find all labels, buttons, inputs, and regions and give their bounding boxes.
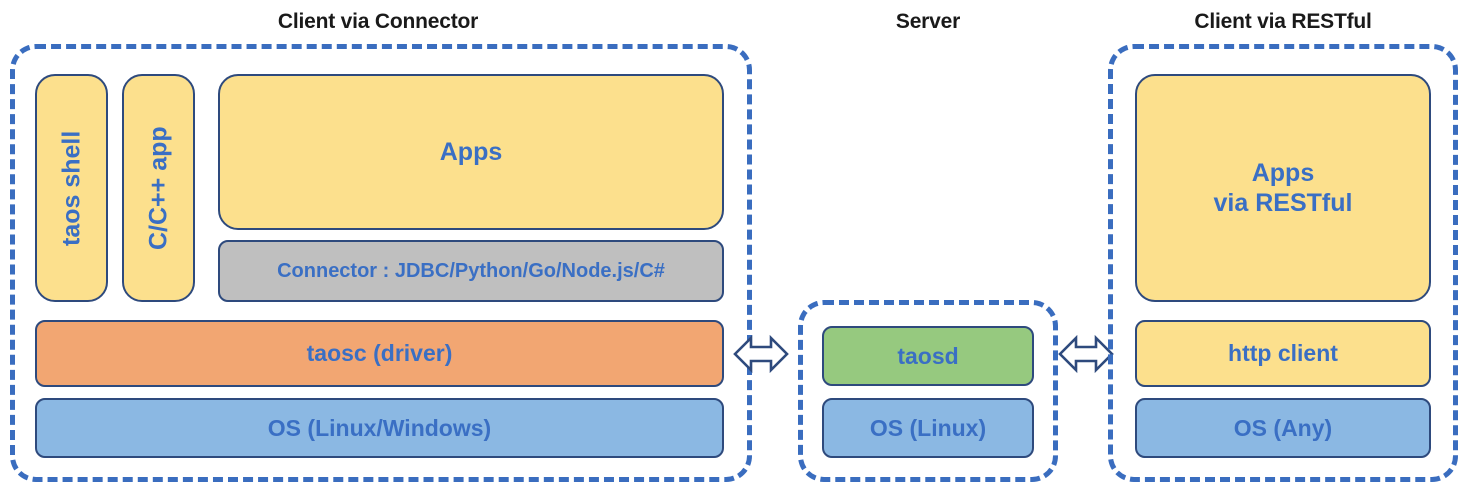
block-os-linux-windows[interactable]: OS (Linux/Windows) <box>35 398 724 458</box>
group-server <box>798 300 1058 482</box>
block-os-linux[interactable]: OS (Linux) <box>822 398 1034 458</box>
block-c-cpp-app[interactable]: C/C++ app <box>122 74 195 302</box>
block-taosd[interactable]: taosd <box>822 326 1034 386</box>
block-http-client[interactable]: http client <box>1135 320 1431 387</box>
section-title-client-connector: Client via Connector <box>277 10 479 33</box>
section-title-server: Server <box>895 10 961 33</box>
block-taos-shell[interactable]: taos shell <box>35 74 108 302</box>
block-apps[interactable]: Apps <box>218 74 724 230</box>
block-apps-via-restful[interactable]: Apps via RESTful <box>1135 74 1431 302</box>
block-taosc-driver[interactable]: taosc (driver) <box>35 320 724 387</box>
double-headed-arrow-icon-left <box>733 328 789 380</box>
section-title-client-restful: Client via RESTful <box>1194 10 1372 33</box>
double-headed-arrow-icon-right <box>1058 328 1114 380</box>
block-connector[interactable]: Connector : JDBC/Python/Go/Node.js/C# <box>218 240 724 302</box>
group-client-via-restful <box>1108 44 1458 482</box>
block-os-any[interactable]: OS (Any) <box>1135 398 1431 458</box>
group-client-via-connector <box>10 44 752 482</box>
